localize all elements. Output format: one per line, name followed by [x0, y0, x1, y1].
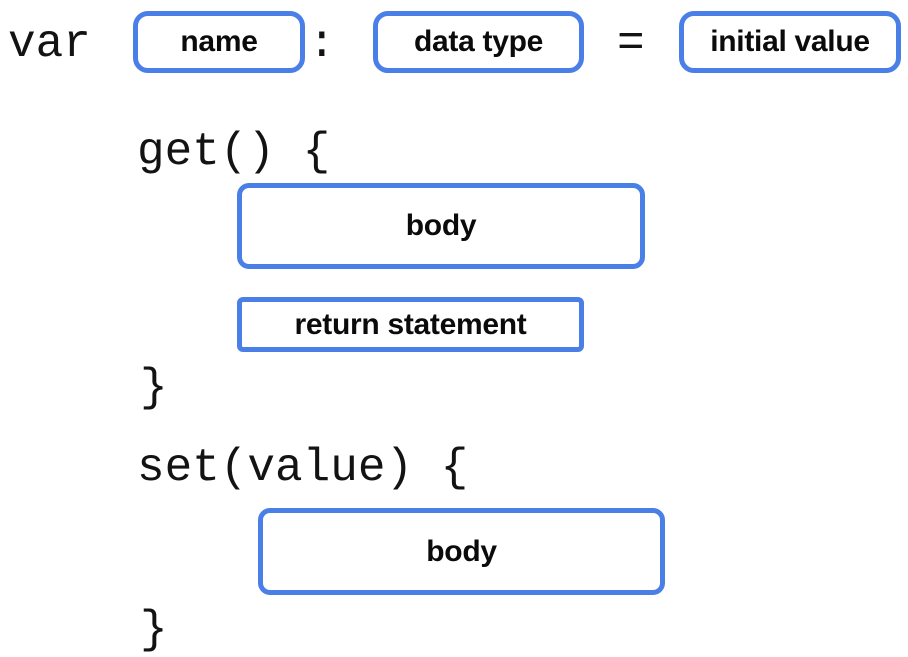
getter-body-placeholder-label: body — [405, 209, 477, 242]
data-type-placeholder-label: data type — [413, 25, 543, 58]
return-statement-placeholder-box: return statement — [237, 297, 584, 352]
data-type-placeholder-box: data type — [373, 11, 584, 73]
setter-close-brace: } — [140, 604, 168, 656]
colon-separator: : — [308, 18, 336, 70]
name-placeholder-label: name — [180, 25, 258, 58]
var-keyword: var — [8, 18, 91, 70]
setter-open-code: set(value) { — [137, 442, 469, 494]
setter-body-placeholder-box: body — [258, 508, 665, 595]
setter-body-placeholder-label: body — [426, 534, 497, 568]
getter-close-brace: } — [140, 362, 168, 414]
equals-sign: = — [617, 18, 645, 70]
name-placeholder-box: name — [133, 11, 305, 73]
return-statement-placeholder-label: return statement — [294, 307, 527, 341]
getter-body-placeholder-box: body — [237, 183, 645, 269]
getter-open-code: get() { — [137, 126, 331, 178]
initial-value-placeholder-box: initial value — [679, 11, 901, 73]
initial-value-placeholder-label: initial value — [710, 25, 870, 58]
